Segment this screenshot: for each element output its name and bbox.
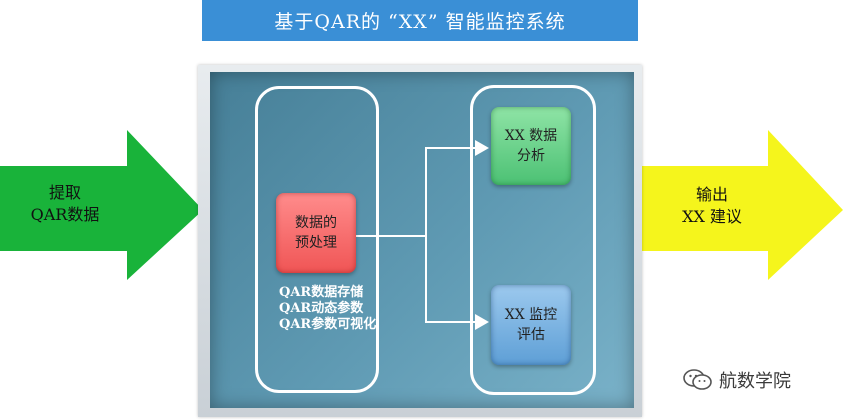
preprocess-group [255,86,379,393]
preprocess-node: 数据的 预处理 [276,193,356,273]
feature-list: QAR数据存储 QAR动态参数 QAR参数可视化 [279,285,376,333]
output-arrow-label: 输出 XX 建议 [652,184,772,228]
connector-to-analysis [425,140,489,236]
evaluation-line1: XX 监控 [504,307,558,323]
analysis-line1: XX 数据 [504,128,558,144]
input-arrow-label: 提取 QAR数据 [10,182,120,226]
input-arrow [0,130,203,280]
preprocess-line2: 预处理 [295,235,337,251]
analysis-node: XX 数据 分析 [491,107,571,185]
analysis-group [470,85,596,395]
output-arrow [640,130,843,280]
evaluation-line2: 评估 [517,327,545,343]
evaluation-node: XX 监控 评估 [491,285,571,365]
watermark-text: 航数学院 [719,371,791,392]
wechat-icon [683,369,712,390]
feature-item: QAR数据存储 [279,285,364,300]
output-line2: XX 建议 [682,207,742,226]
input-line2: QAR数据 [30,205,100,224]
connector-to-evaluation [425,236,489,330]
preprocess-line1: 数据的 [295,215,337,231]
output-line1: 输出 [695,185,728,204]
diagram-title: 基于QAR的 “XX” 智能监控系统 [202,0,638,41]
watermark: 航数学院 [683,365,791,395]
feature-item: QAR参数可视化 [279,317,377,332]
feature-item: QAR动态参数 [279,301,364,316]
analysis-line2: 分析 [517,148,545,164]
input-line1: 提取 [48,183,81,202]
